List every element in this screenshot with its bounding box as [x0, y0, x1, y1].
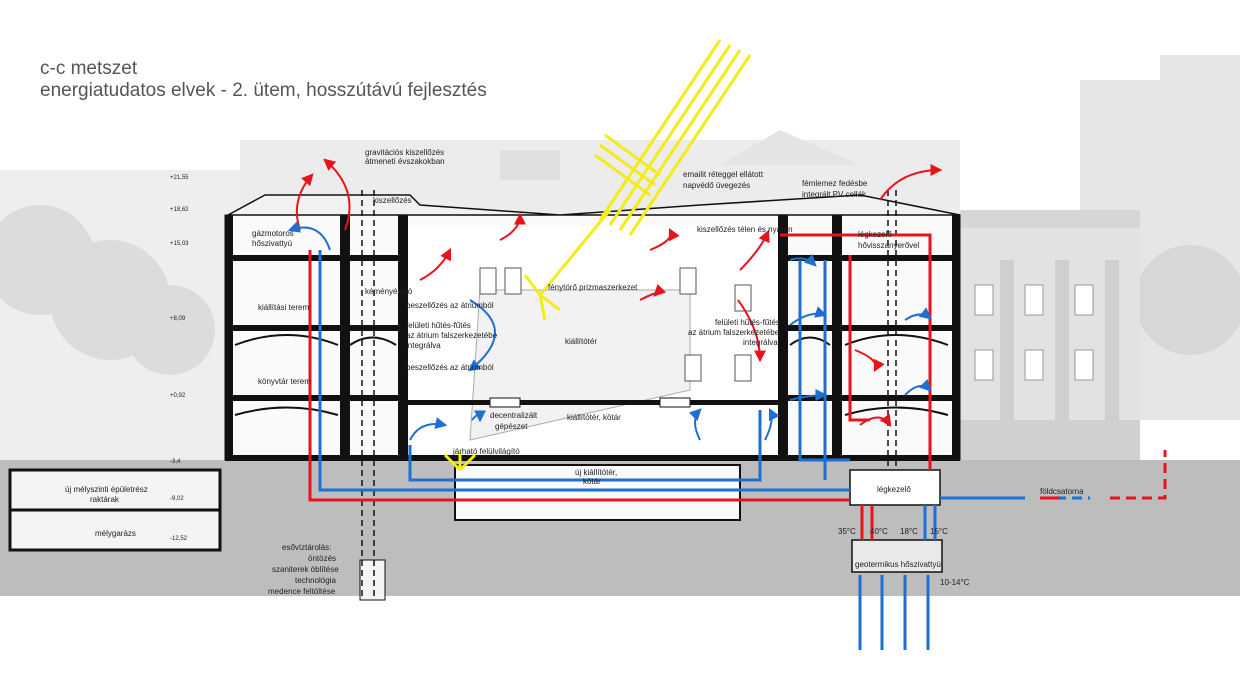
label-gravitacios: gravitációs kiszellőzés — [365, 148, 444, 157]
label-femlemez-1: fémlemez fedésbe — [802, 179, 868, 188]
label-esoviz-5: medence feltöltése — [268, 587, 336, 596]
annotations: gravitációs kiszellőzés átmeneti évszako… — [65, 148, 1084, 596]
cooling-pipes — [318, 250, 1090, 650]
background-buildings — [0, 55, 1240, 460]
level-1252: -12,52 — [170, 536, 188, 542]
label-gazmotoros-2: hőszivattyú — [252, 239, 292, 248]
basement — [8, 464, 943, 601]
label-feluleti-right-2: az átrium falszerkezetébe — [688, 328, 780, 337]
label-gazmotoros-1: gázmotoros — [252, 229, 294, 238]
label-geotermikus: geotermikus hőszivattyú — [855, 560, 941, 569]
label-kiallitasi-terem: kiállítási terem — [258, 303, 309, 312]
label-foldcsatorna: földcsatorna — [1040, 487, 1084, 496]
label-uj-melyszinti-1: új mélyszinti épületrész — [65, 485, 148, 494]
heat-pump-box — [851, 539, 943, 573]
decentral-unit-left — [489, 397, 521, 408]
label-feluleti-left-2: az átrium falszerkezetébe — [406, 331, 498, 340]
label-kiallitoter: kiállítótér — [565, 337, 597, 346]
label-t1014: 10-14°C — [940, 578, 970, 587]
level-2155: +21,55 — [170, 175, 189, 181]
sun-rays — [443, 39, 752, 472]
label-atmeneti: átmeneti évszakokban — [365, 157, 445, 166]
label-kiszell-telen: kiszellőzés télen és nyáron — [697, 225, 793, 234]
level-34: -3,4 — [170, 459, 181, 465]
label-legkezelo-top-2: hővisszanyerővel — [858, 241, 920, 250]
label-uj-kiallitoter-1: új kiállítótér, — [575, 468, 617, 477]
level-092: +0,92 — [170, 393, 186, 399]
label-beszell-atrium-2: beszellőzés az átriumból — [406, 363, 494, 372]
level-1503: +15,03 — [170, 241, 189, 247]
neoclassical-facade — [960, 210, 1140, 460]
walls — [225, 215, 960, 460]
label-uj-kiallitoter-2: kötár — [583, 477, 601, 486]
warm-airflow — [296, 158, 943, 427]
label-kiszellozes: kiszellőzés — [373, 196, 412, 205]
roof — [227, 194, 961, 216]
floor-slabs — [225, 255, 960, 461]
label-t35: 35°C — [838, 527, 856, 536]
level-809: +8,09 — [170, 316, 186, 322]
label-esoviz-4: technológia — [295, 576, 336, 585]
label-uj-melyszinti-2: raktárak — [90, 495, 120, 504]
label-feluleti-left-3: integrálva — [406, 341, 441, 350]
label-melygarazs: mélygarázs — [95, 529, 136, 538]
label-feluleti-right-1: felületi hűtés-fűtés — [715, 318, 780, 327]
level-1862: +18,62 — [170, 207, 189, 213]
label-kiallitoter-kotar: kiállítótér, kötár — [567, 413, 621, 422]
label-beszell-atrium-1: beszellőzés az átriumból — [406, 301, 494, 310]
level-markers: +21,55 +18,62 +15,03 +8,09 +0,92 -3,4 -9… — [170, 175, 189, 542]
air-handler-box — [849, 469, 941, 506]
label-konyvtar-terem: könyvtár terem — [258, 377, 311, 386]
rainwater-tank — [359, 559, 386, 601]
label-fenytoro: fénytörő prizmaszerkezet — [548, 283, 638, 292]
label-jarhato: járható felülvilágító — [452, 447, 520, 456]
tree-right — [1135, 245, 1240, 355]
label-legkezelo-top-1: légkezelő — [858, 230, 892, 239]
label-esoviz-2: öntözés — [308, 554, 336, 563]
label-decentral-1: decentralizált — [490, 411, 538, 420]
atrium-windows — [479, 267, 752, 382]
page-title: c-c metszet — [40, 58, 138, 79]
label-feluleti-left-1: felületi hűtés-fűtés — [406, 321, 471, 330]
label-emailit-2: napvédő üvegezés — [683, 181, 750, 190]
tree-left — [0, 205, 215, 375]
label-esoviz-1: esővíztárolás: — [282, 543, 331, 552]
vaults — [234, 334, 949, 416]
label-esoviz-3: szaniterek öblítése — [272, 565, 339, 574]
level-902: -9,02 — [170, 496, 184, 502]
label-t18: 18°C — [900, 527, 918, 536]
label-kemenyekolo: kéményékoló — [365, 287, 413, 296]
fresh-airflow — [287, 221, 932, 441]
label-decentral-2: gépészet — [495, 422, 528, 431]
decentral-unit-right — [659, 397, 691, 408]
label-emailit-1: emailit réteggel ellátott — [683, 170, 764, 179]
label-legkezelo: légkezelő — [877, 485, 911, 494]
page-subtitle: energiatudatos elvek - 2. ütem, hosszútá… — [40, 80, 487, 101]
label-t40: 40°C — [870, 527, 888, 536]
label-feluleti-right-3: integrálva — [743, 338, 778, 347]
label-t15: 15°C — [930, 527, 948, 536]
label-femlemez-2: integrált PV cellák — [802, 190, 867, 199]
